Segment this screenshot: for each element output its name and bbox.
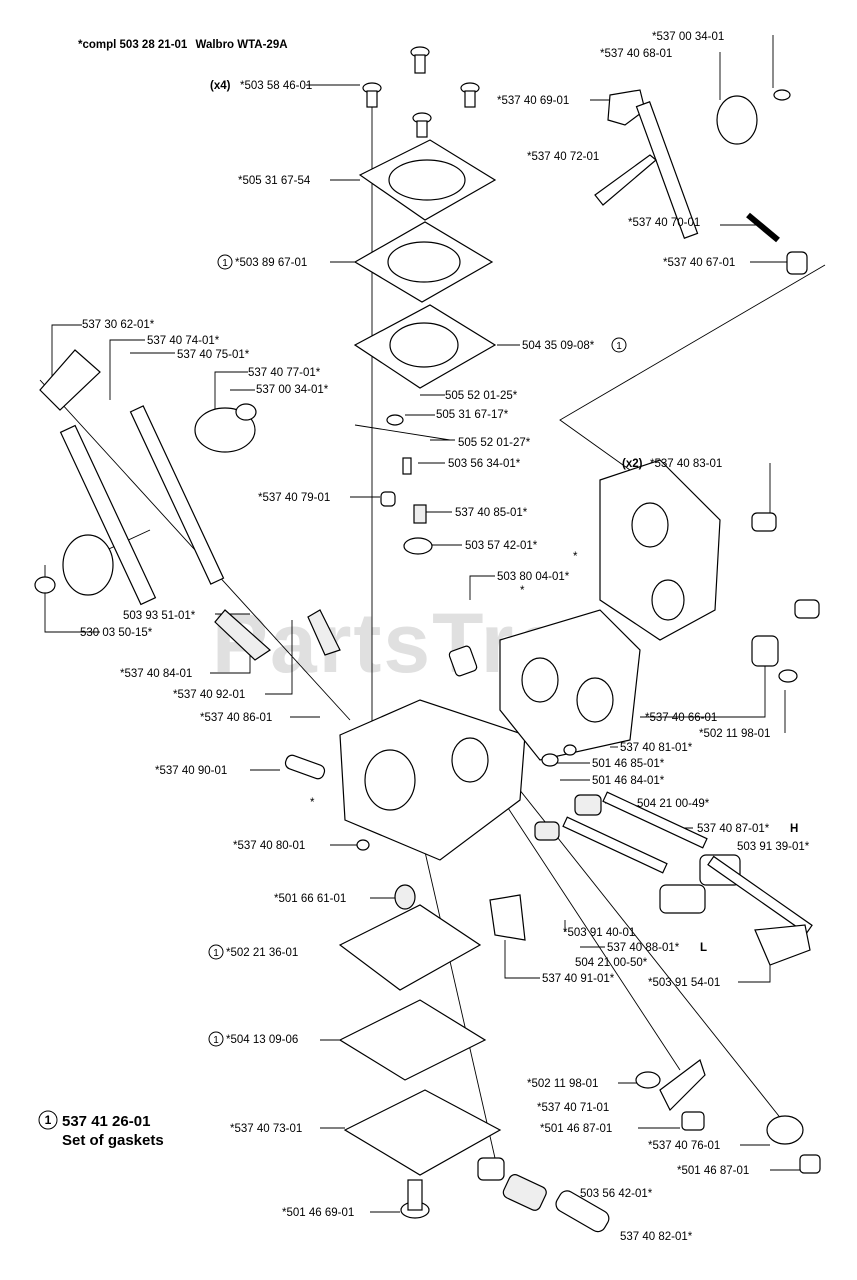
part-label: *501 46 87-01 <box>677 1165 749 1177</box>
screw-icon <box>362 46 480 138</box>
assembly-title: *compl 503 28 21-01 Walbro WTA-29A <box>78 39 288 51</box>
parts-artwork <box>34 46 821 1233</box>
part-labels: *537 00 34-01 *537 40 68-01 (x4) *503 58… <box>80 31 810 1243</box>
part-label: *501 46 69-01 <box>282 1207 354 1219</box>
part-label: 537 40 77-01* <box>248 367 321 379</box>
part-label: *501 46 87-01 <box>540 1123 612 1135</box>
part-label: *503 91 40-01 <box>563 927 635 939</box>
throttle-lever-icon <box>594 89 808 275</box>
part-label: *537 40 84-01 <box>120 668 192 680</box>
part-label: 537 40 91-01* <box>542 973 615 985</box>
part-label: *502 11 98-01 <box>699 728 770 740</box>
carburetor-model: Walbro WTA-29A <box>196 39 288 51</box>
part-label: *537 40 80-01 <box>233 840 305 852</box>
part-label: 503 57 42-01* <box>465 540 538 552</box>
gasket-kit-number: 537 41 26-01 <box>62 1113 150 1130</box>
part-label: 505 52 01-25* <box>445 390 518 402</box>
gasket-kit-label: Set of gaskets <box>62 1132 164 1149</box>
part-label: 537 40 81-01* <box>620 742 693 754</box>
part-label: 505 52 01-27* <box>458 437 531 449</box>
gasket-set-marker <box>217 254 233 270</box>
quantity-label: (x2) <box>622 458 643 470</box>
gasket-set-marker <box>208 1031 224 1047</box>
intake-spacer-icon <box>499 459 820 761</box>
part-label: *503 58 46-01 <box>240 80 312 92</box>
part-label: 537 40 85-01* <box>455 507 528 519</box>
part-label: 537 00 34-01* <box>256 384 329 396</box>
part-label: 503 91 39-01* <box>737 841 810 853</box>
part-label: *501 66 61-01 <box>274 893 346 905</box>
part-label: *537 40 68-01 <box>600 48 672 60</box>
part-label: *537 40 72-01 <box>527 151 599 163</box>
part-label: 503 56 42-01* <box>580 1188 653 1200</box>
part-label: 537 40 75-01* <box>177 349 250 361</box>
pump-cover-icon <box>358 139 497 221</box>
part-label: *537 40 67-01 <box>663 257 735 269</box>
part-label: *503 91 54-01 <box>648 977 720 989</box>
part-label: 537 40 87-01* <box>697 823 770 835</box>
part-label: *504 13 09-06 <box>226 1034 298 1046</box>
part-label: 504 21 00-50* <box>575 957 648 969</box>
metering-parts-icon <box>338 884 821 1233</box>
part-label: 504 35 09-08* <box>522 340 595 352</box>
part-label: *537 40 69-01 <box>497 95 569 107</box>
part-label: *537 40 83-01 <box>650 458 722 470</box>
gasket-set-marker-text: 1 <box>222 258 228 269</box>
part-label: 501 46 85-01* <box>592 758 665 770</box>
gasket-set-marker <box>38 1110 58 1130</box>
needle-high-label: H <box>790 823 798 835</box>
part-label: *537 40 76-01 <box>648 1140 720 1152</box>
part-label: 537 30 62-01* <box>82 319 155 331</box>
part-label: 530 03 50-15* <box>80 627 153 639</box>
part-label: 537 40 74-01* <box>147 335 220 347</box>
carburetor-body-icon <box>284 699 526 861</box>
quantity-label: (x4) <box>210 80 231 92</box>
part-label: *503 89 67-01 <box>235 257 307 269</box>
throttle-shaft-icon <box>34 349 341 661</box>
part-label: *537 40 70-01 <box>628 217 700 229</box>
part-label: *537 40 92-01 <box>173 689 245 701</box>
needle-parts-icon <box>354 414 478 677</box>
part-label: *537 40 73-01 <box>230 1123 302 1135</box>
part-label: *537 40 79-01 <box>258 492 330 504</box>
part-label: *537 40 90-01 <box>155 765 227 777</box>
gasket-set-marker <box>208 944 224 960</box>
adjust-needle-icon <box>534 744 813 966</box>
part-label: *537 40 86-01 <box>200 712 272 724</box>
part-label: *502 21 36-01 <box>226 947 298 959</box>
gasket-set-marker-text: 1 <box>45 1113 52 1127</box>
assembly-number: *compl 503 28 21-01 <box>78 39 188 51</box>
part-label: 537 40 82-01* <box>620 1231 693 1243</box>
asterisk-note: * <box>310 797 315 809</box>
part-label: 503 56 34-01* <box>448 458 521 470</box>
part-label: 505 31 67-17* <box>436 409 509 421</box>
gasket-kit-legend: 1 537 41 26-01 Set of gaskets <box>38 1110 164 1149</box>
part-label: 504 21 00-49* <box>637 798 710 810</box>
gasket-set-marker <box>611 337 627 353</box>
part-label: 503 80 04-01* <box>497 571 570 583</box>
part-label: *502 11 98-01 <box>527 1078 598 1090</box>
gasket-set-marker-text: 1 <box>616 341 622 352</box>
part-label: 503 93 51-01* <box>123 610 196 622</box>
asterisk-note: * <box>573 551 578 563</box>
asterisk-note: * <box>520 585 525 597</box>
part-label: *537 40 66-01 <box>645 712 717 724</box>
part-label: *537 00 34-01 <box>652 31 724 43</box>
needle-low-label: L <box>700 942 707 954</box>
pump-gasket-icon <box>353 304 497 389</box>
gasket-set-marker-text: 1 <box>213 1035 219 1046</box>
part-label: 501 46 84-01* <box>592 775 665 787</box>
part-label: 537 40 88-01* <box>607 942 680 954</box>
part-label: *505 31 67-54 <box>238 175 311 187</box>
part-label: *537 40 71-01 <box>537 1102 609 1114</box>
pump-diaphragm-icon <box>353 221 494 303</box>
gasket-set-marker-text: 1 <box>213 948 219 959</box>
